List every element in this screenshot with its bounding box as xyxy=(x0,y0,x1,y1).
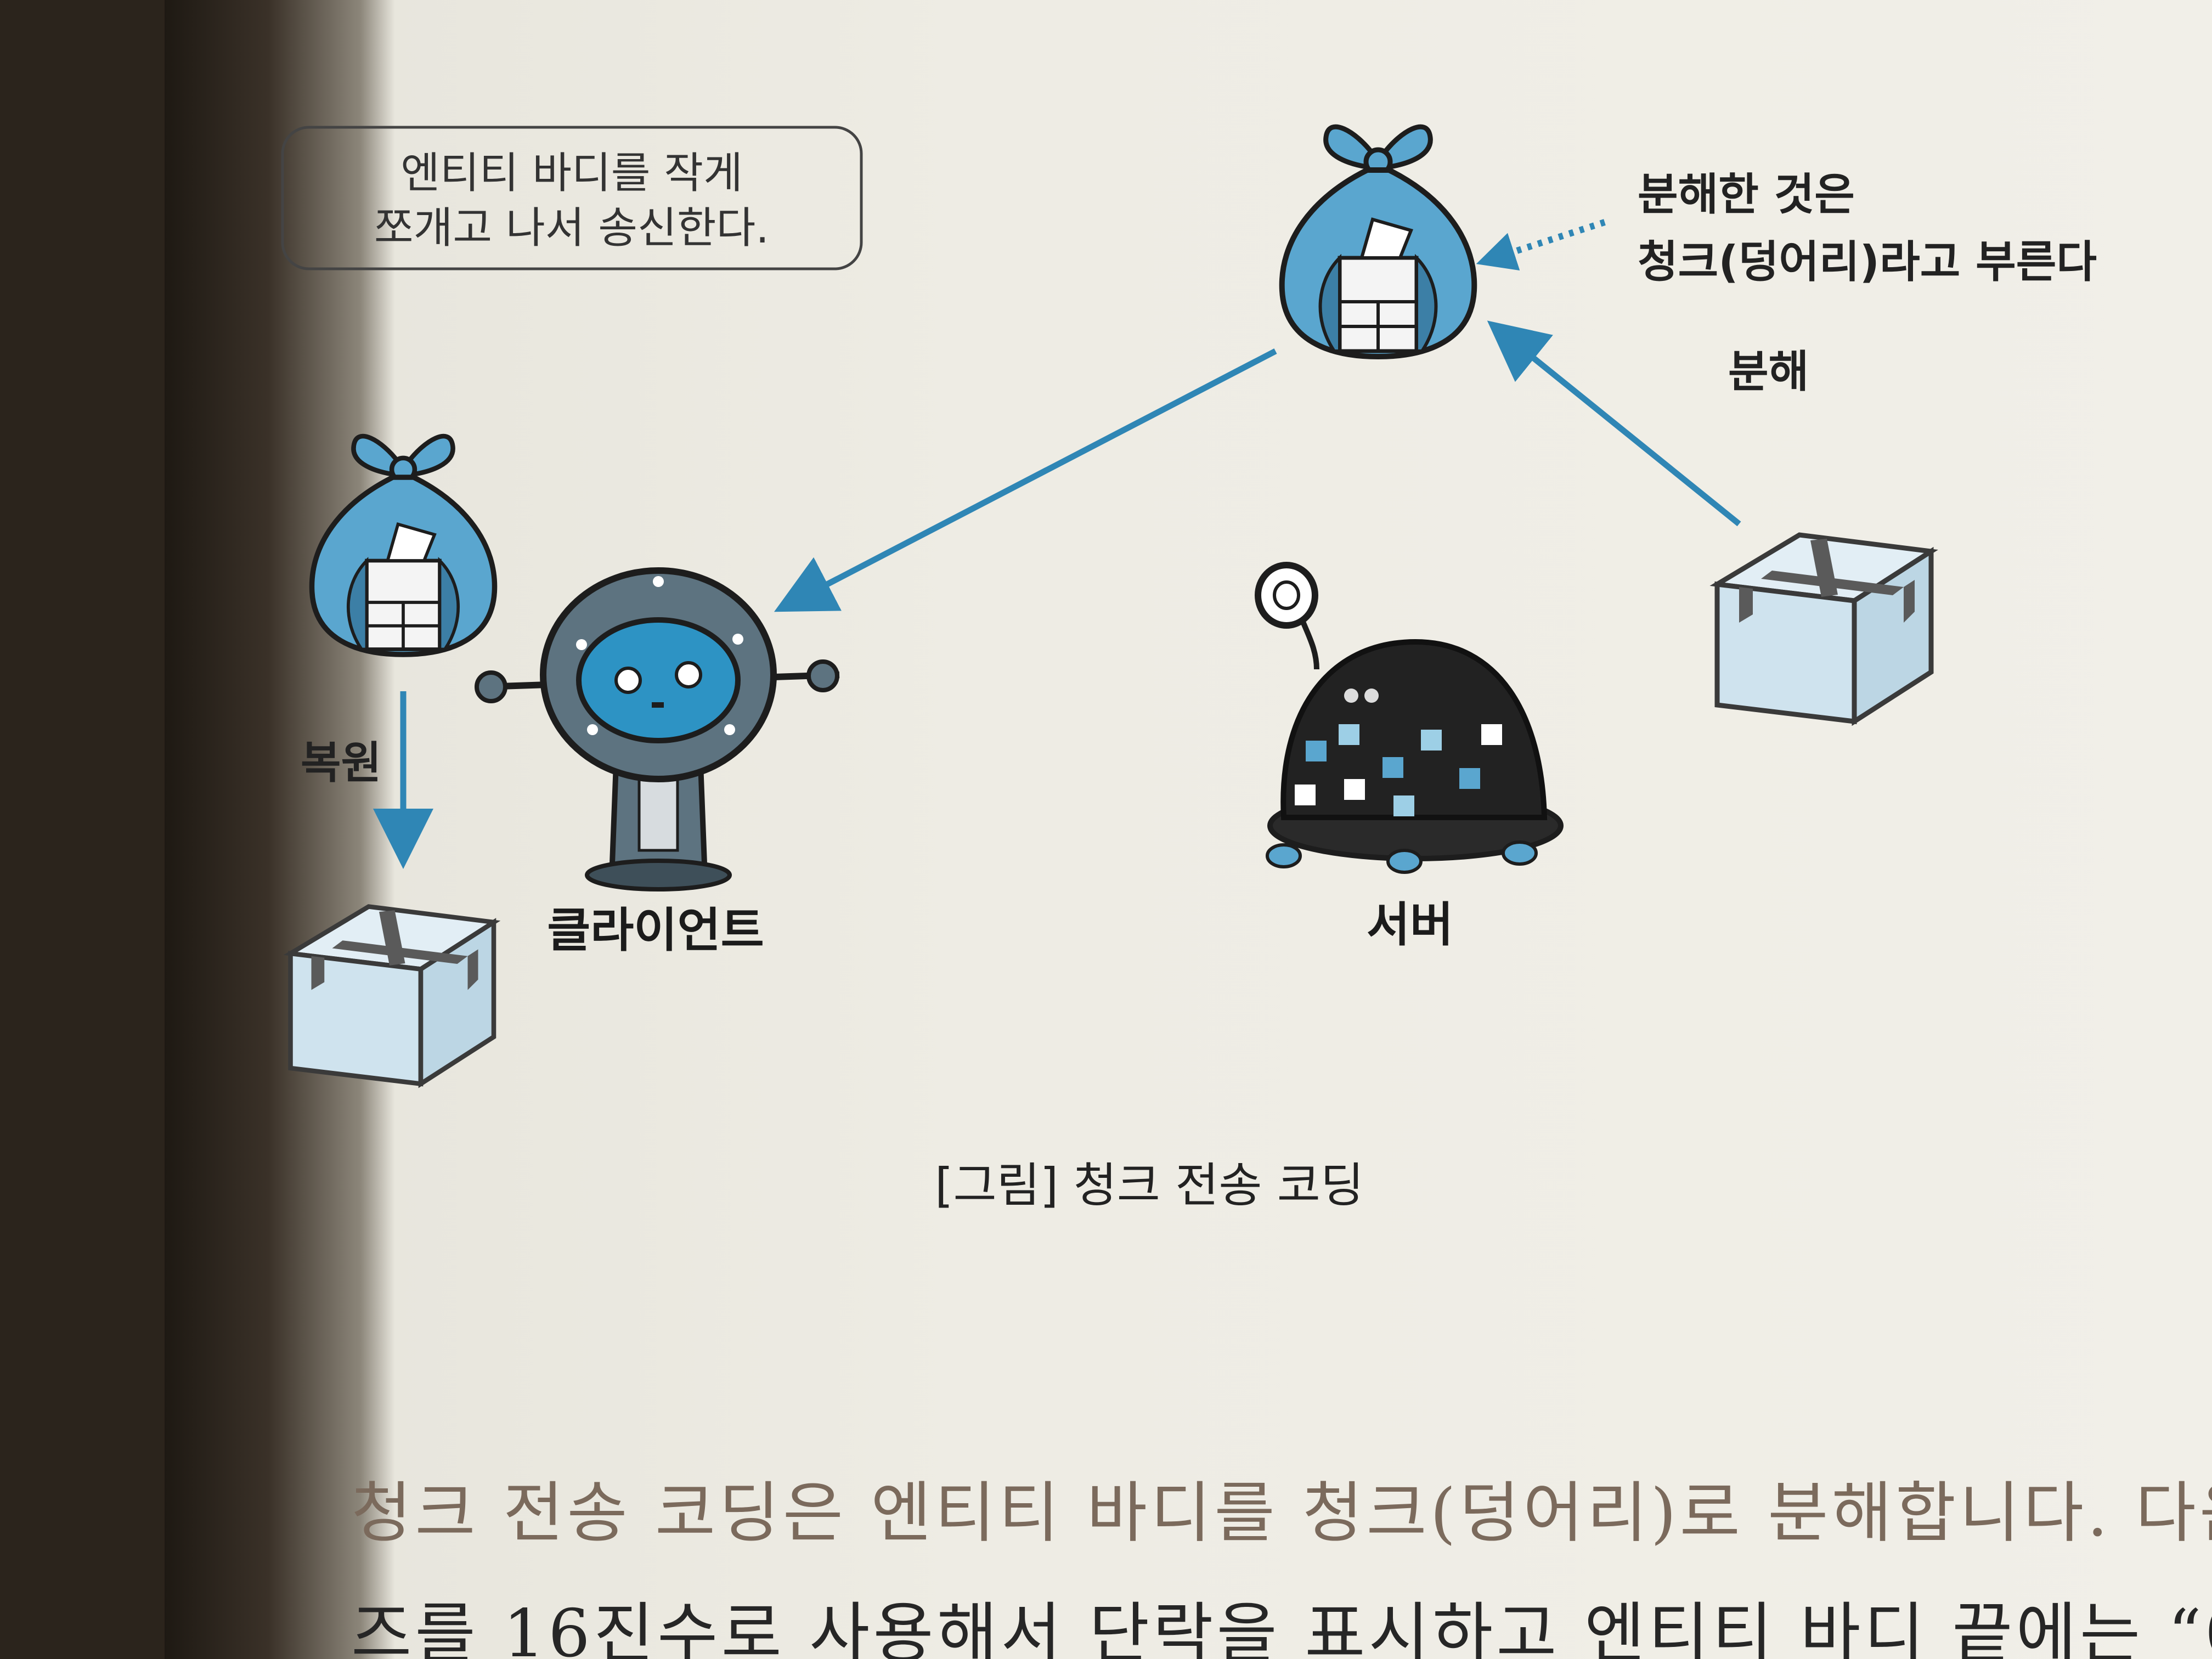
annotation-line-1: 분해한 것은 xyxy=(1638,169,1855,220)
decompose-arrow-icon xyxy=(1487,320,1741,527)
dotted-arrow-icon xyxy=(1476,219,1606,271)
robot-server-icon xyxy=(1255,562,1564,874)
callout-line-2: 쪼개고 나서 송신한다. xyxy=(374,204,769,253)
bundle-icon xyxy=(312,436,494,654)
transfer-arrow-icon xyxy=(774,348,1277,612)
chunk-annotation: 분해한 것은 청크(덩어리)라고 부른다 xyxy=(1476,169,2097,287)
box-icon xyxy=(291,907,494,1084)
box-icon xyxy=(1717,535,1931,721)
bundle-icon xyxy=(1282,127,1475,357)
book-spine-shadow xyxy=(165,0,395,1659)
restore-label: 복원 xyxy=(301,737,381,788)
figure-caption: [그림] 청크 전송 코딩 xyxy=(935,1158,1364,1213)
callout-line-1: 엔티티 바디를 작게 xyxy=(400,149,743,198)
body-text-line-1: 청크 전송 코딩은 엔티티 바디를 청크(덩어리)로 분해합니다. 다음 청크 … xyxy=(351,1475,2212,1551)
body-text-line-2: 즈를 16진수로 사용해서 단락을 표시하고 엔티티 바디 끝에는 “0(CR+… xyxy=(351,1596,2212,1659)
chunked-transfer-diagram: 엔티티 바디를 작게 쪼개고 나서 송신한다. 분해한 것은 청크(덩어리)라고… xyxy=(281,0,2097,1213)
decompose-label: 분해 xyxy=(1728,346,1809,397)
book-page: 엔티티 바디를 작게 쪼개고 나서 송신한다. 분해한 것은 청크(덩어리)라고… xyxy=(165,0,2212,1659)
server-label: 서버 xyxy=(1367,898,1453,952)
annotation-line-2: 청크(덩어리)라고 부른다 xyxy=(1638,236,2097,287)
client-label: 클라이언트 xyxy=(547,903,764,958)
callout-box: 엔티티 바디를 작게 쪼개고 나서 송신한다. xyxy=(281,126,863,270)
robot-client-icon xyxy=(475,567,840,891)
